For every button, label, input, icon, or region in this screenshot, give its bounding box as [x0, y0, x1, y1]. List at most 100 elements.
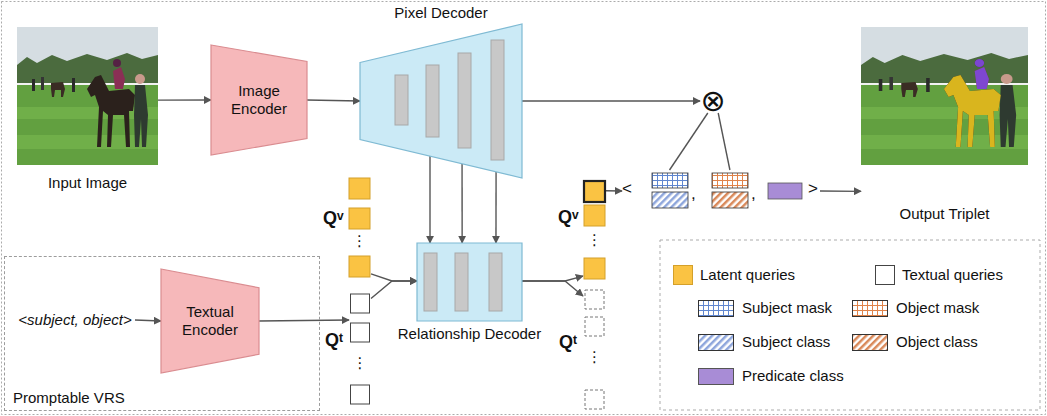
legend-swatch-frame — [698, 300, 734, 317]
operator-symbol: ⊗ — [700, 86, 725, 116]
pixel-decoder: Pixel Decoder — [360, 24, 522, 178]
relationship-decoder-detail — [417, 243, 522, 321]
textual-query-stack-detail — [349, 294, 371, 405]
connector — [718, 113, 730, 170]
text-slot: ⋮ — [349, 354, 371, 372]
multiply-symbol: ⊗ — [700, 88, 726, 114]
output-textual-query-stack: Qᵗ⋮ — [583, 290, 606, 409]
connector — [135, 320, 161, 321]
text-slot: , — [691, 184, 696, 204]
legend-swatch — [699, 301, 734, 317]
input-image: Input Image — [17, 27, 158, 197]
horse-mask — [944, 75, 1001, 147]
query-symbol: Qᵗ — [325, 330, 343, 352]
connector — [158, 99, 211, 100]
module-name: Pixel Decoder — [394, 4, 487, 22]
connector — [522, 100, 700, 101]
text-slot: Image Encoder — [211, 45, 307, 155]
bracket: < — [622, 179, 632, 199]
legend-swatch — [876, 266, 895, 285]
text-slot: Relationship Decoder — [377, 325, 562, 343]
text-slot: < — [622, 179, 632, 199]
legend-swatch — [674, 266, 693, 285]
module-name: Relationship Decoder — [398, 325, 541, 343]
image-caption: Input Image — [48, 174, 127, 192]
text-slot: Output Triplet — [861, 205, 1028, 223]
connector — [522, 281, 583, 296]
legend-swatch-frame — [698, 334, 734, 351]
connector — [461, 164, 462, 243]
text-slot: ⊗ — [700, 88, 726, 114]
legend-frame — [660, 240, 1040, 410]
text-slot: Textual Encoder — [161, 269, 259, 373]
legend-text: Latent queries — [700, 266, 795, 283]
legend-text: Subject mask — [742, 299, 832, 316]
ellipsis: ⋮ — [353, 356, 368, 371]
module-name: Image Encoder — [220, 82, 298, 118]
text-slot: Subject class — [742, 333, 830, 351]
text-slot: Qᵗ — [559, 332, 577, 354]
connector — [429, 156, 430, 243]
connector — [371, 281, 417, 298]
text-slot: ⋮ — [583, 348, 606, 366]
legend-text: Textual queries — [902, 266, 1003, 283]
legend-text: Subject class — [742, 333, 830, 350]
connector — [820, 190, 861, 192]
text-slot: Qᵛ — [558, 207, 579, 229]
ellipsis: ⋮ — [587, 350, 602, 365]
text-slot: <subject, object> — [15, 309, 135, 331]
text-slot: Object mask — [896, 299, 979, 317]
connector — [371, 274, 417, 281]
input-photo — [17, 27, 158, 165]
ellipsis: ⋮ — [352, 234, 367, 249]
query-symbol: Qᵛ — [323, 208, 344, 230]
text-slot: Input Image — [17, 174, 158, 192]
bracket: > — [808, 179, 818, 199]
text-slot: Pixel Decoder — [340, 4, 542, 22]
ellipsis: ⋮ — [587, 233, 602, 248]
region-title: Promptable VRS — [13, 389, 125, 407]
image-caption: Output Triplet — [899, 205, 989, 223]
text-slot: ⋮ — [348, 232, 371, 250]
query-symbol: Qᵛ — [558, 207, 579, 229]
prompt-text: <subject, object> — [18, 311, 131, 329]
text-slot: Qᵛ — [323, 208, 344, 230]
connector — [522, 276, 583, 281]
separator: , — [691, 184, 696, 204]
output-triplet-detail — [622, 170, 820, 212]
text-slot: Predicate class — [742, 367, 844, 385]
output-image: Output Triplet — [861, 27, 1028, 225]
image-encoder: Image Encoder — [211, 45, 307, 155]
prompt-region: Promptable VRS <subject, object> Textual E… — [4, 256, 320, 411]
pixel-decoder-detail — [360, 24, 522, 178]
connector — [495, 172, 497, 243]
legend-swatch-frame — [852, 300, 888, 317]
text-slot: ⋮ — [583, 231, 606, 249]
legend-swatch-frame — [875, 265, 895, 285]
relationship-decoder: Relationship Decoder — [417, 243, 522, 321]
prompt-text: <subject, object> — [15, 309, 135, 331]
connector — [670, 113, 708, 170]
text-slot: Latent queries — [700, 266, 795, 284]
text-slot: Subject mask — [742, 299, 832, 317]
legend-swatch-frame — [698, 368, 734, 385]
legend-text: Object class — [896, 333, 978, 350]
legend-swatch — [699, 369, 734, 385]
output-latent-query-stack: Qᵛ⋮ — [583, 181, 606, 279]
connector — [259, 320, 349, 321]
text-slot: , — [751, 184, 756, 204]
connector — [307, 100, 360, 101]
legend-text: Predicate class — [742, 367, 844, 384]
rider-mask — [975, 59, 989, 89]
legend-swatch — [853, 301, 888, 317]
text-slot: Promptable VRS — [13, 389, 125, 407]
text-slot: Textual queries — [902, 266, 1003, 284]
legend-text: Object mask — [896, 299, 979, 316]
output-photo — [861, 27, 1028, 165]
separator: , — [751, 184, 756, 204]
legend-swatch-frame — [673, 265, 693, 285]
output-triplet: <,, > — [622, 170, 820, 212]
